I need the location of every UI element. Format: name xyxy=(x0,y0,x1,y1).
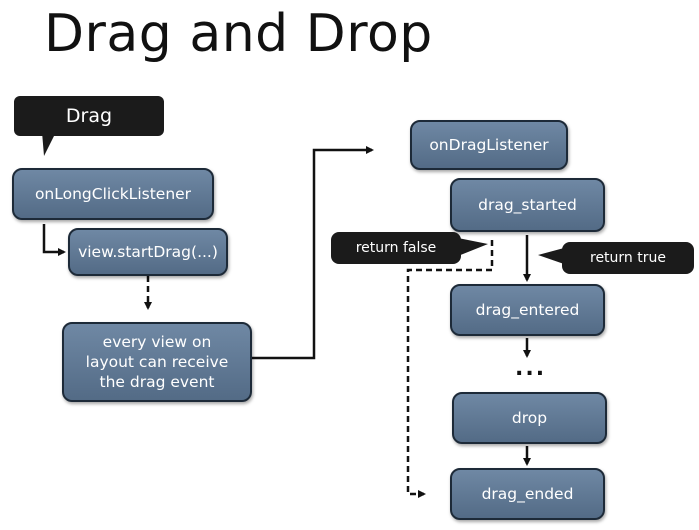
page-title: Drag and Drop xyxy=(44,4,433,64)
node-on-drag-listener[interactable]: onDragListener xyxy=(410,120,568,170)
node-on-long-click-listener[interactable]: onLongClickListener xyxy=(12,168,214,220)
return-false-tail xyxy=(458,238,488,256)
node-drag-started[interactable]: drag_started xyxy=(450,178,605,232)
arrow-everyview-to-ondraglistener xyxy=(252,146,374,360)
node-drop[interactable]: drop xyxy=(452,392,607,444)
node-drag-entered[interactable]: drag_entered xyxy=(450,284,605,336)
arrow-return-false-to-ended xyxy=(406,240,494,498)
node-view-start-drag[interactable]: view.startDrag(...) xyxy=(68,228,228,276)
node-drag-ended[interactable]: drag_ended xyxy=(450,468,605,520)
node-every-view-on-layout[interactable]: every view on layout can receive the dra… xyxy=(62,322,252,402)
return-true-tail xyxy=(538,248,564,264)
drag-callout: Drag xyxy=(14,96,164,136)
arrow-longclick-to-startdrag xyxy=(42,224,66,256)
drag-callout-tail xyxy=(42,132,56,156)
return-true-callout: return true xyxy=(562,242,694,274)
return-false-callout: return false xyxy=(331,232,461,264)
ellipsis: ... xyxy=(515,356,547,381)
